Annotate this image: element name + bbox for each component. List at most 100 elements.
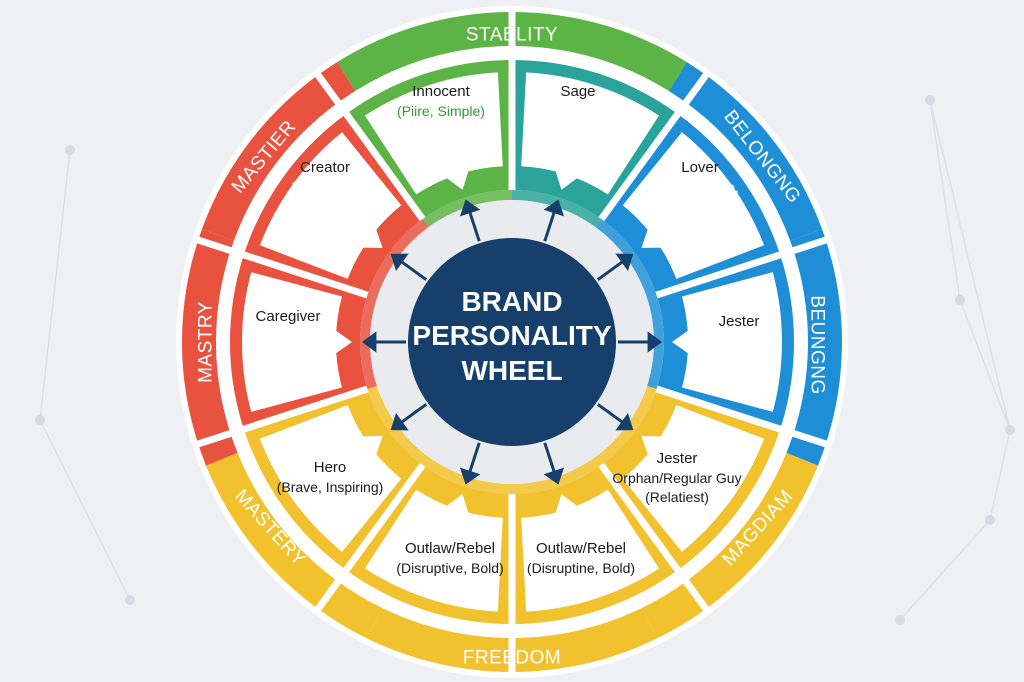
inner-ring-arc	[512, 456, 602, 494]
segment-divider	[193, 385, 371, 449]
arrowhead-icon	[543, 199, 565, 217]
segment-desc-jester-lower: (Relatiest)	[645, 489, 709, 505]
background-node	[985, 515, 995, 525]
background-line	[39, 149, 71, 421]
outer-section-top-left	[201, 62, 356, 241]
arrows-group	[362, 199, 662, 485]
segments-ring	[193, 8, 831, 676]
center-circle	[408, 238, 616, 446]
center-title-line3: WHEEL	[461, 355, 562, 386]
segment-divider	[597, 461, 712, 615]
outer-section-left	[182, 229, 238, 466]
arrowhead-icon	[615, 253, 634, 271]
inner-ring-arc	[422, 190, 512, 228]
pointer-triangle-icon	[641, 227, 663, 248]
pointer-triangle-icon	[445, 169, 469, 190]
pointer-triangle-icon	[361, 227, 383, 248]
background-node	[1005, 425, 1015, 435]
segment-texts: Innocent (Piire, Simple) Sage (Independent,…	[255, 83, 781, 576]
ring-label-right: BEUNGNG	[807, 295, 828, 395]
pointer-triangle-icon	[555, 169, 579, 190]
segment-panel-sage	[521, 72, 660, 195]
segment-desc-caregiver: Supportive	[255, 347, 322, 363]
ring-label-bottom: FREEDOM	[463, 648, 562, 669]
pointer-triangle-icon	[555, 494, 579, 515]
inner-ring-arc	[595, 219, 657, 299]
arrowhead-icon	[543, 467, 565, 485]
segment-desc-jester-lower: Orphan/Regular Guy	[612, 470, 741, 486]
inner-ring-arc	[367, 385, 429, 465]
segment-name-outlaw-right: Outlaw/Rebel	[536, 540, 626, 557]
segment-divider	[312, 461, 427, 615]
segment-divider	[193, 235, 371, 299]
segment-name-creator: Creator	[300, 159, 350, 176]
outer-section-bottom-right	[641, 452, 818, 639]
arrowhead-icon	[362, 331, 377, 353]
segment-desc-caregiver: Nurturing,	[257, 328, 318, 344]
center-title-line1: BRAND	[461, 286, 562, 317]
segment-name-outlaw-left: Outlaw/Rebel	[405, 540, 495, 557]
arrowhead-icon	[390, 253, 409, 271]
center-title-line2: PERSONALITY	[412, 320, 611, 351]
segment-divider	[312, 69, 427, 223]
pointer-triangle-icon	[361, 436, 383, 457]
segment-desc-innocent: (Piire, Simple)	[397, 103, 485, 119]
segment-desc-outlaw-left: (Disruptive, Bold)	[396, 560, 503, 576]
segment-divider	[653, 385, 831, 449]
inner-ring-arc	[512, 190, 602, 228]
segment-desc-creator: Artistic	[304, 198, 346, 214]
pointer-triangle-icon	[672, 329, 690, 355]
segment-panel-caregiver	[241, 272, 342, 412]
arrowhead-icon	[459, 199, 481, 217]
pointer-triangle-icon	[445, 494, 469, 515]
inner-ring-arc	[367, 219, 429, 299]
segment-desc-jester-right: (Fun, Playful)	[697, 333, 780, 349]
background-node	[125, 595, 135, 605]
inner-ring-arc	[422, 456, 512, 494]
background-line	[959, 299, 1011, 431]
segment-divider	[597, 69, 712, 223]
segment-desc-hero: (Brave, Inspiring)	[277, 479, 384, 495]
background-line	[989, 429, 1011, 521]
segment-desc-creator: Innovative,	[291, 179, 359, 195]
ring-label-left: MASTRY	[196, 301, 217, 383]
segment-divider	[653, 235, 831, 299]
background-line	[929, 99, 961, 301]
segment-name-caregiver: Caregiver	[255, 308, 320, 325]
pointers-group	[334, 169, 690, 515]
background-node	[65, 145, 75, 155]
background-line	[39, 419, 131, 601]
inner-ring-arc	[595, 385, 657, 465]
segment-name-sage: Sage	[560, 83, 595, 100]
outer-section-top-right	[668, 62, 823, 241]
background-line	[929, 99, 1011, 431]
ring-label-top: STABLITY	[466, 25, 558, 46]
arrowhead-icon	[647, 331, 662, 353]
arrowhead-icon	[615, 413, 634, 431]
background-network-pattern	[35, 95, 1015, 625]
outer-section-top	[337, 12, 687, 91]
background-node	[925, 95, 935, 105]
segment-desc-outlaw-right: (Disruptine, Bold)	[527, 560, 635, 576]
arrowhead-icon	[459, 467, 481, 485]
background-node	[955, 295, 965, 305]
background-line	[899, 519, 991, 621]
segment-name-lover: Lover	[681, 159, 719, 176]
pointer-triangle-icon	[334, 329, 352, 355]
background-node	[895, 615, 905, 625]
segment-desc-sage: (Independent,	[535, 103, 621, 119]
background-node	[35, 415, 45, 425]
segment-name-hero: Hero	[314, 459, 347, 476]
segment-name-innocent: Innocent	[412, 83, 470, 100]
segment-name-jester-lower: Jester	[657, 450, 698, 467]
segment-desc-lover: Intimate)	[673, 198, 727, 214]
segment-panel-innocent	[364, 72, 503, 195]
segment-name-jester-right: Jester	[719, 313, 760, 330]
outer-ring	[182, 12, 842, 672]
segment-desc-sage: Ambistious)	[541, 122, 614, 138]
pointer-triangle-icon	[641, 436, 663, 457]
segment-panel-outlaw-right	[521, 489, 660, 612]
segment-desc-lover: (Passionate,	[661, 179, 739, 195]
